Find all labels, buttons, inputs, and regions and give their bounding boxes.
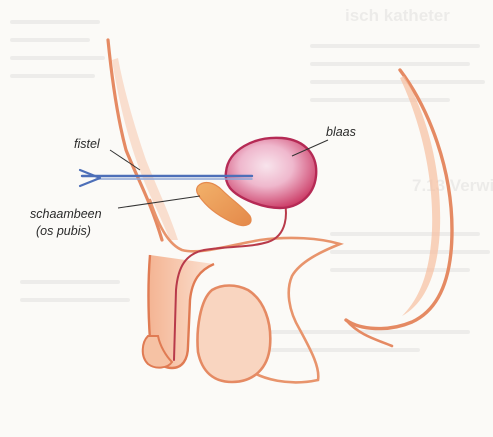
abdominal-wall-shade [112,58,178,240]
buttock-shade [400,76,440,316]
scrotum [198,286,271,383]
schaambeen-label: schaambeen [30,207,102,221]
fistel-label: fistel [74,137,101,151]
os-pubis-label: (os pubis) [36,224,91,238]
blaas-label: blaas [326,125,356,139]
catheter-branch [80,170,100,186]
bladder [226,138,316,208]
